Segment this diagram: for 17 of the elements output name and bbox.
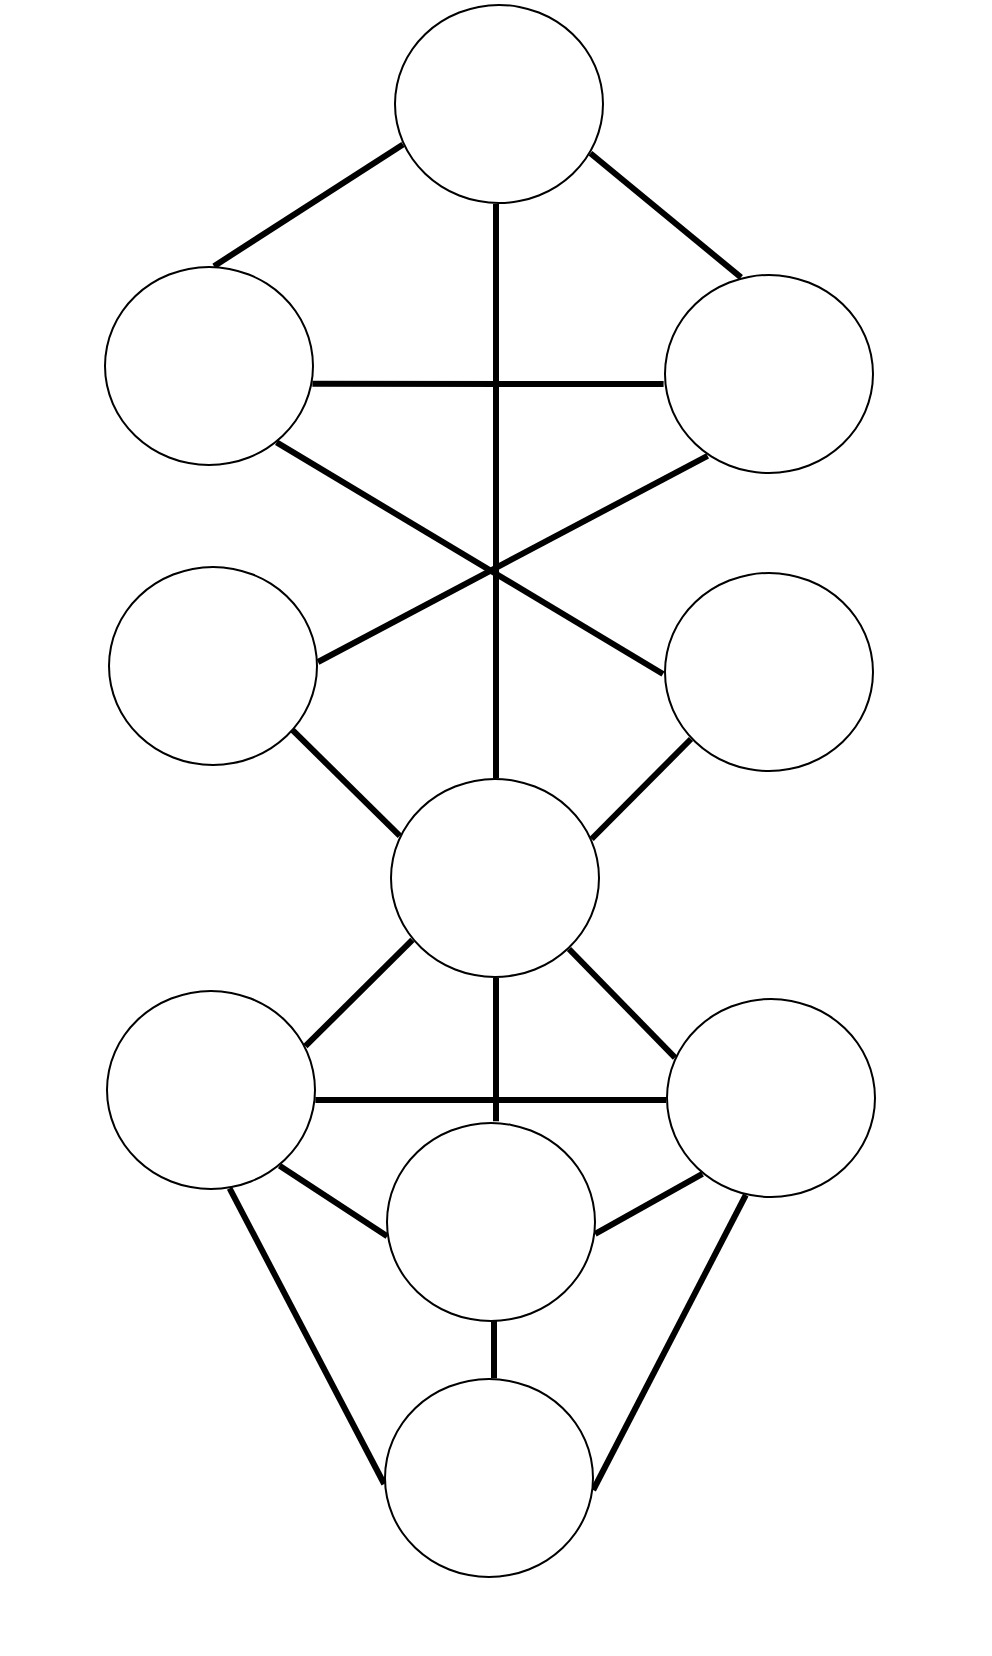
connector-line <box>316 453 709 665</box>
connector-line <box>277 1163 389 1239</box>
connector-line <box>275 439 665 677</box>
connector-line <box>226 1187 387 1486</box>
connector-line <box>303 937 415 1049</box>
connector-line <box>493 978 499 1122</box>
connector-line <box>491 1321 497 1379</box>
connector-line <box>212 141 405 269</box>
connector-line <box>315 1097 666 1103</box>
connector-line <box>493 204 499 778</box>
connector-line <box>590 1193 749 1492</box>
connector-line <box>593 1171 704 1237</box>
connector-line <box>588 150 743 280</box>
connector-line <box>589 736 694 842</box>
connector-line <box>290 728 402 838</box>
connector-line <box>312 380 664 387</box>
connector-line <box>566 946 678 1060</box>
